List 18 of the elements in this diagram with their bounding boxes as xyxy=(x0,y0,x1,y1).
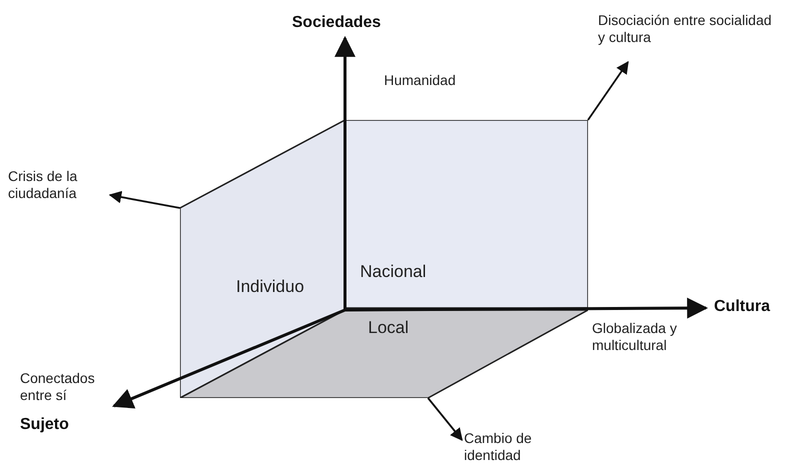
plane-label: Local xyxy=(368,318,409,338)
axis-label: Sujeto xyxy=(20,416,69,433)
plane-label: Nacional xyxy=(360,262,426,282)
plane-panel xyxy=(345,120,588,310)
plane-panel xyxy=(180,308,588,398)
plane-panel xyxy=(180,120,345,398)
axis-label: Sociedades xyxy=(292,14,381,31)
arrow xyxy=(587,60,629,121)
callout-text: Disociación entre socialidad y cultura xyxy=(598,12,778,48)
annotation-text: Globalizada y multicultural xyxy=(592,320,678,354)
annotation-text: Humanidad xyxy=(384,72,456,89)
callout-text: Crisis de la ciudadanía xyxy=(8,168,108,204)
plane-label: Individuo xyxy=(236,277,304,297)
arrow xyxy=(108,190,180,209)
callout-text: Cambio de identidad xyxy=(464,430,564,466)
arrow xyxy=(427,397,463,441)
axis-label: Cultura xyxy=(714,298,770,315)
annotation-text: Conectados entre sí xyxy=(20,370,96,404)
